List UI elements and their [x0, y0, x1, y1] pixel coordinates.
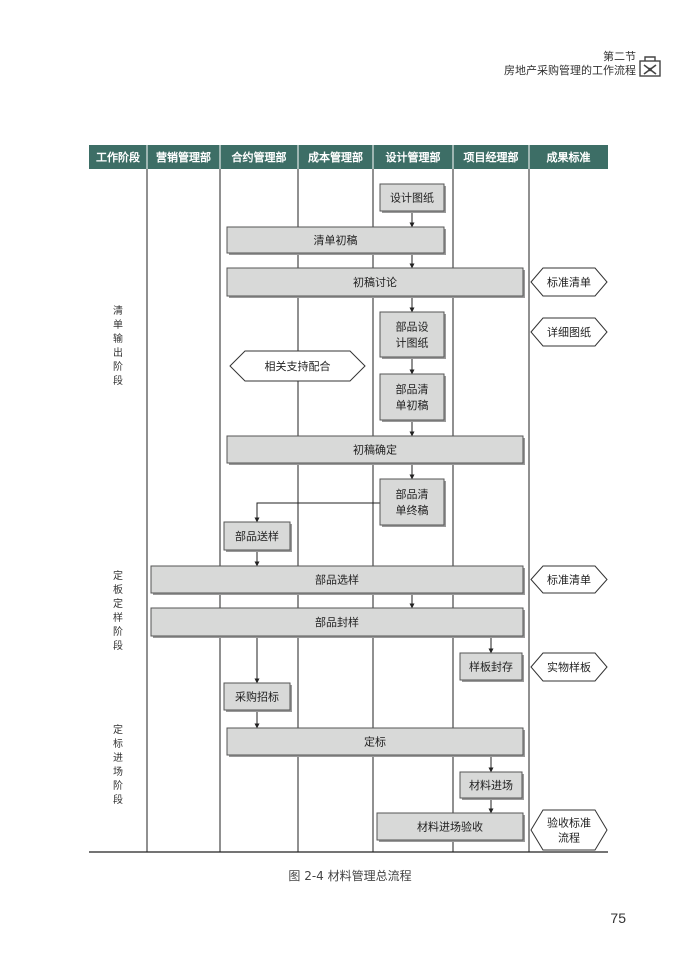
- svg-text:定: 定: [113, 597, 123, 610]
- svg-text:段: 段: [113, 793, 123, 806]
- step-draft-confirmation: 初稿确定: [226, 435, 525, 465]
- phase-label-sample-selection: 定 板 定 样 阶 段: [113, 569, 123, 652]
- header-dividers: [146, 145, 530, 169]
- step-label: 采购招标: [235, 690, 279, 704]
- output-label: 实物样板: [547, 660, 591, 674]
- output-label: 标准清单: [547, 573, 591, 587]
- page-number: 75: [610, 910, 626, 926]
- step-label: 材料进场: [469, 778, 513, 792]
- output-label: 流程: [558, 831, 580, 845]
- step-label: 计图纸: [396, 337, 429, 350]
- svg-text:场: 场: [113, 765, 123, 778]
- step-label: 部品清: [396, 382, 429, 396]
- output-physical-sample: 实物样板: [530, 652, 608, 682]
- svg-text:定: 定: [113, 723, 123, 736]
- step-label: 设计图纸: [390, 192, 434, 205]
- svg-text:定: 定: [113, 569, 123, 582]
- svg-text:阶: 阶: [113, 779, 123, 792]
- support-note-label: 相关支持配合: [265, 359, 331, 373]
- section-label: 第二节: [603, 50, 636, 63]
- step-label: 样板封存: [469, 660, 513, 674]
- step-label: 部品送样: [235, 529, 279, 543]
- step-part-sample-delivery: 部品送样: [223, 521, 292, 552]
- step-draft-discussion: 初稿讨论: [226, 267, 525, 298]
- svg-text:样: 样: [113, 611, 123, 624]
- svg-text:段: 段: [113, 639, 123, 652]
- flow-connectors: [254, 211, 494, 814]
- output-label: 详细图纸: [547, 325, 591, 339]
- step-design-drawings: 设计图纸: [379, 183, 446, 213]
- step-label: 部品封样: [315, 615, 359, 629]
- phase-label-list-output: 清 单 输 出 阶 段: [113, 304, 123, 387]
- svg-text:单: 单: [113, 319, 123, 331]
- step-bid-award: 定标: [226, 727, 525, 757]
- output-label: 验收标准: [547, 816, 591, 830]
- svg-text:板: 板: [113, 583, 123, 596]
- step-label: 单终稿: [396, 503, 429, 517]
- column-headers: 工作阶段 营销管理部 合约管理部 成本管理部 设计管理部 项目经理部 成果标准: [96, 150, 591, 164]
- svg-text:标: 标: [113, 738, 123, 750]
- output-detailed-drawings: 详细图纸: [530, 317, 608, 347]
- column-dividers: [146, 145, 530, 852]
- step-part-sealing: 部品封样: [150, 607, 525, 638]
- col-header: 工作阶段: [96, 150, 140, 164]
- output-label: 标准清单: [547, 275, 591, 289]
- col-header: 设计管理部: [386, 150, 441, 164]
- output-standard-list-1: 标准清单: [530, 267, 608, 297]
- support-note: 相关支持配合: [229, 350, 366, 382]
- col-header: 营销管理部: [156, 150, 211, 164]
- step-sample-storage: 样板封存: [459, 652, 524, 682]
- step-label: 部品清: [396, 487, 429, 501]
- output-standard-list-2: 标准清单: [530, 565, 608, 594]
- process-steps: 设计图纸清单初稿初稿讨论部品设计图纸部品清单初稿初稿确定部品清单终稿部品送样部品…: [150, 183, 525, 842]
- step-label: 清单初稿: [314, 233, 358, 247]
- table-header-band: [89, 145, 608, 169]
- phase-label-bid-entry: 定 标 进 场 阶 段: [113, 723, 123, 806]
- col-header: 合约管理部: [232, 150, 287, 164]
- step-label: 部品设: [396, 320, 429, 334]
- step-list-draft: 清单初稿: [226, 226, 446, 255]
- svg-text:清: 清: [113, 304, 123, 317]
- svg-text:段: 段: [113, 374, 123, 387]
- step-label: 定标: [364, 735, 386, 749]
- svg-text:输: 输: [113, 332, 123, 345]
- step-label: 单初稿: [396, 398, 429, 412]
- svg-text:阶: 阶: [113, 360, 123, 373]
- step-material-entry: 材料进场: [459, 771, 524, 800]
- step-label: 初稿确定: [353, 443, 397, 457]
- step-label: 材料进场验收: [417, 820, 483, 834]
- svg-text:阶: 阶: [113, 625, 123, 638]
- step-part-selection: 部品选样: [150, 565, 525, 595]
- col-header: 项目经理部: [464, 150, 519, 164]
- chapter-title: 房地产采购管理的工作流程: [504, 64, 636, 77]
- figure-caption: 图 2-4 材料管理总流程: [288, 869, 412, 883]
- step-label: 初稿讨论: [353, 275, 397, 289]
- step-material-acceptance: 材料进场验收: [376, 812, 525, 842]
- svg-text:进: 进: [113, 752, 123, 764]
- running-header: 第二节 房地产采购管理的工作流程: [504, 50, 636, 78]
- col-header: 成本管理部: [308, 150, 363, 164]
- toolbox-icon: [639, 56, 661, 77]
- col-header: 成果标准: [547, 150, 591, 164]
- step-procurement-bidding: 采购招标: [223, 682, 292, 712]
- step-label: 部品选样: [315, 573, 359, 587]
- svg-text:出: 出: [113, 346, 123, 359]
